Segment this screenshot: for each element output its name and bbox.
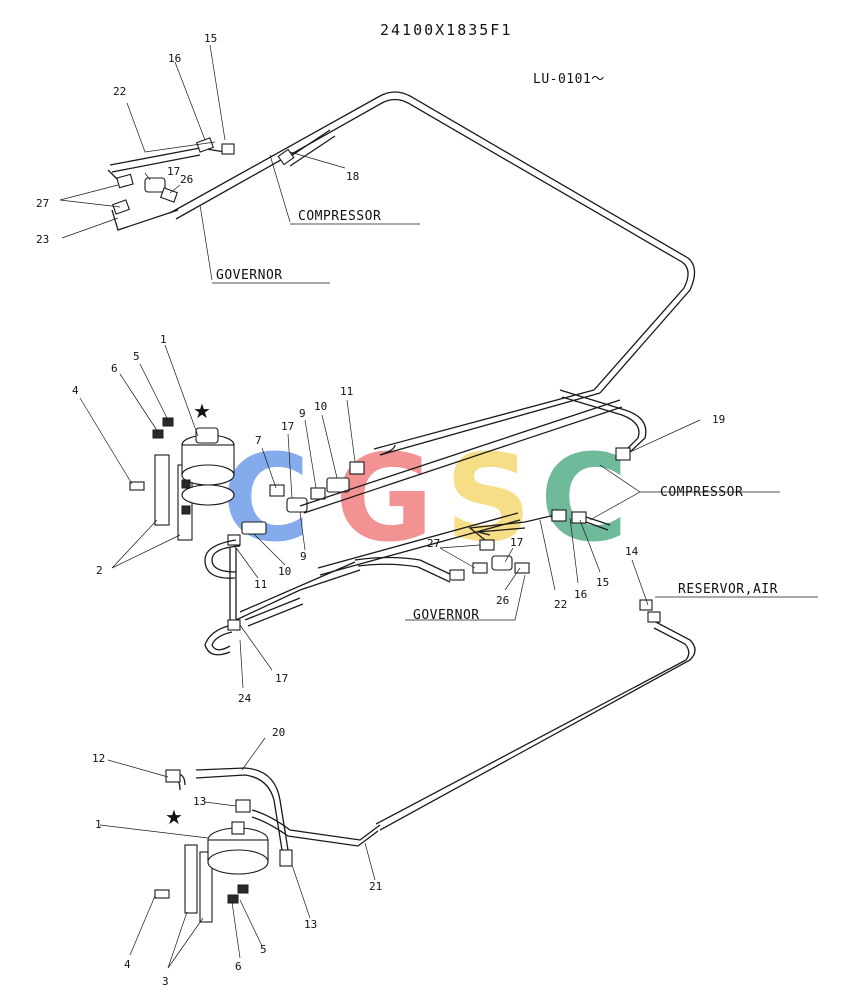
- callout-16-mid: 16: [574, 588, 587, 601]
- mid-fittings: [204, 399, 623, 620]
- callout-4-mid: 4: [72, 384, 79, 397]
- label-governor-mid: GOVERNOR: [413, 608, 480, 623]
- callout-2: 2: [96, 564, 103, 577]
- pipe-loop-top: [169, 91, 696, 456]
- label-compressor-mid: COMPRESSOR: [660, 485, 743, 500]
- star-top: ★: [193, 399, 211, 423]
- callout-17-mid-b: 17: [510, 536, 523, 549]
- callout-21: 21: [369, 880, 382, 893]
- callout-17-mid-a: 17: [281, 420, 294, 433]
- callout-9-b: 9: [300, 550, 307, 563]
- hose-18: [277, 129, 336, 167]
- callout-3: 3: [162, 975, 169, 988]
- label-governor-top: GOVERNOR: [216, 268, 283, 283]
- callout-14: 14: [625, 545, 639, 558]
- serial-range: LU-0101～: [533, 72, 605, 87]
- callout-26-mid: 26: [496, 594, 509, 607]
- callout-26-top: 26: [180, 173, 193, 186]
- star-bottom: ★: [165, 805, 183, 829]
- pipe-19: [559, 389, 647, 461]
- valve-assembly-mid: [129, 417, 235, 541]
- callout-10-a: 10: [314, 400, 327, 413]
- governor-assembly-top: [107, 137, 235, 231]
- watermark: C G S C: [222, 430, 628, 569]
- leader-lines: [59, 44, 818, 969]
- callout-22-mid: 22: [554, 598, 567, 611]
- drawing-number: 24100X1835F1: [380, 21, 512, 39]
- callout-13-a: 13: [193, 795, 206, 808]
- callout-18: 18: [346, 170, 359, 183]
- callout-17-low: 17: [275, 672, 288, 685]
- governor-assembly-mid: [354, 509, 611, 583]
- callout-16-top: 16: [168, 52, 181, 65]
- callout-1-mid: 1: [160, 333, 167, 346]
- callout-4-bottom: 4: [124, 958, 131, 971]
- callout-5-bottom: 5: [260, 943, 267, 956]
- callout-17-top: 17: [167, 165, 180, 178]
- callout-22-top: 22: [113, 85, 126, 98]
- callout-10-b: 10: [278, 565, 291, 578]
- callout-6-bottom: 6: [235, 960, 242, 973]
- callout-5-mid: 5: [133, 350, 140, 363]
- callout-11-b: 11: [254, 578, 267, 591]
- callout-15-top: 15: [204, 32, 217, 45]
- callout-11-a: 11: [340, 385, 353, 398]
- callout-15-mid: 15: [596, 576, 609, 589]
- callout-numbers: 15 16 22 17 26 27 23 18 1 5 6 4 2 7 17 9…: [36, 32, 725, 988]
- callout-1-bottom: 1: [95, 818, 102, 831]
- callout-9-a: 9: [299, 407, 306, 420]
- pipe-long-lower: [317, 512, 696, 831]
- callout-6-mid: 6: [111, 362, 118, 375]
- callout-19: 19: [712, 413, 725, 426]
- callout-7: 7: [255, 434, 262, 447]
- valve-assembly-bottom: [154, 767, 381, 923]
- label-reservoir-air: RESERVOR,AIR: [678, 582, 778, 597]
- label-compressor-top: COMPRESSOR: [298, 209, 381, 224]
- callout-24: 24: [238, 692, 252, 705]
- callout-20: 20: [272, 726, 285, 739]
- callout-12: 12: [92, 752, 105, 765]
- callout-27-top: 27: [36, 197, 49, 210]
- callout-23: 23: [36, 233, 49, 246]
- callout-13-b: 13: [304, 918, 317, 931]
- callout-27-mid: 27: [427, 537, 440, 550]
- watermark-letter-c2: C: [540, 430, 628, 569]
